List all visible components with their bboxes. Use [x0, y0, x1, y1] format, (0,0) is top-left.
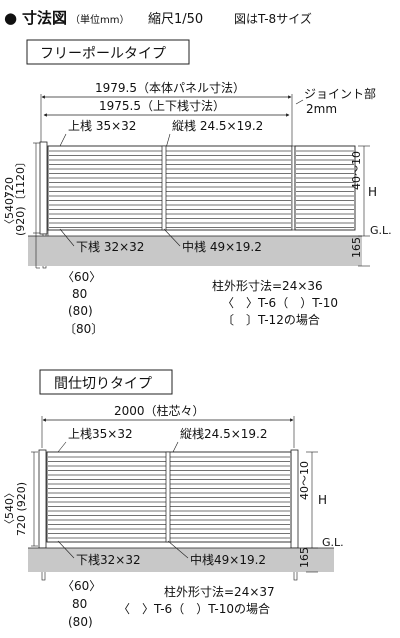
joint-leader	[295, 99, 304, 105]
dim-width-main: 1979.5（本体パネル寸法）	[95, 81, 245, 95]
bottom-rail-leader	[59, 228, 75, 247]
next-panel	[294, 145, 356, 231]
section-title: 間仕切りタイプ	[54, 376, 152, 392]
header-unit: （単位mm）	[70, 13, 129, 26]
joint-gap	[291, 145, 296, 231]
joint-value: 2mm	[306, 102, 337, 116]
gl-label: G.L.	[322, 536, 344, 549]
vertical-rail-label: 縦桟24.5×19.2	[180, 427, 268, 441]
next-panel-slats	[296, 150, 354, 228]
dim-h540: 〈540〉	[3, 487, 16, 530]
panel-slats	[49, 150, 291, 228]
mid-rail-label: 中桟49×19.2	[190, 552, 266, 567]
header: ● 寸法図 （単位mm） 縮尺1/50 図はT-8サイズ	[4, 9, 312, 27]
spec-2: 〈 〉T-6（ ）T-10	[222, 296, 338, 310]
vertical-rail	[165, 451, 171, 543]
dim-width-sub: 1975.5（上下桟寸法）	[99, 99, 225, 113]
bottom-rail-leader	[57, 540, 75, 559]
ground	[28, 548, 334, 572]
header-scale: 縮尺1/50	[148, 11, 203, 27]
section-partition: 間仕切りタイプ 2000（柱芯々） 上桟35×32 縦桟24.5×19.2 下桟…	[3, 369, 344, 629]
spec-1: 柱外形寸法=24×36	[212, 278, 323, 293]
spec-2: 〈 〉T-6（ ）T-10の場合	[118, 601, 270, 616]
gl-label: G.L.	[370, 224, 392, 237]
section-title-box	[39, 369, 173, 395]
bottom-rail-label: 下桟 32×32	[76, 240, 144, 254]
embed-1: 〈60〉	[62, 270, 101, 284]
section-title-box	[26, 39, 190, 65]
header-bullet: ●	[4, 9, 17, 27]
embed-3: (80)	[68, 615, 93, 629]
ground	[28, 236, 362, 266]
mid-rail-leader	[167, 540, 189, 559]
header-note: 図はT-8サイズ	[234, 11, 312, 26]
dim-h540: 〈540〉	[3, 187, 16, 230]
pole-left	[39, 141, 48, 235]
mid-rail-leader	[163, 228, 181, 247]
top-rail-label: 上桟35×32	[68, 427, 133, 441]
pole-left	[38, 449, 47, 549]
dim-H: H	[318, 493, 327, 507]
dim-h720: 720	[3, 177, 16, 198]
section-title: フリーポールタイプ	[40, 46, 166, 62]
embed-2: 80	[72, 287, 87, 301]
bottom-rail-label: 下桟32×32	[76, 553, 141, 567]
dim-gap: 40～10	[350, 151, 363, 190]
dim-gap: 40～10	[298, 461, 311, 500]
header-title: 寸法図	[22, 9, 67, 27]
dim-H: H	[368, 185, 377, 199]
embed-4: 〔80〕	[64, 322, 103, 336]
spec-3: 〔 〕T-12の場合	[222, 312, 320, 327]
top-rail-label: 上桟 35×32	[68, 119, 136, 133]
vertical-rail	[161, 145, 167, 231]
dim-h1120: 〔1120〕	[14, 156, 27, 206]
top-rail-leader	[59, 133, 67, 147]
section-free-pole: フリーポールタイプ 1979.5（本体パネル寸法） 1975.5（上下桟寸法） …	[3, 39, 392, 336]
embed-3: (80)	[68, 304, 93, 318]
dim-h920: (920)	[14, 206, 27, 236]
fence-panel	[47, 145, 293, 231]
dim-165: 165	[350, 237, 363, 258]
dim-165: 165	[298, 547, 311, 568]
pole-right	[290, 449, 299, 549]
vertical-rail-label: 縦桟 24.5×19.2	[172, 119, 263, 133]
top-rail-leader	[57, 441, 67, 453]
dim-h720: 720 (920)	[15, 482, 28, 536]
embed-2: 80	[72, 597, 87, 611]
embed-1: 〈60〉	[62, 579, 101, 593]
dim-width-main: 2000（柱芯々）	[114, 403, 205, 418]
spec-1: 柱外形寸法=24×37	[164, 584, 275, 599]
mid-rail-label: 中桟 49×19.2	[182, 239, 262, 254]
joint-label: ジョイント部	[304, 86, 376, 101]
